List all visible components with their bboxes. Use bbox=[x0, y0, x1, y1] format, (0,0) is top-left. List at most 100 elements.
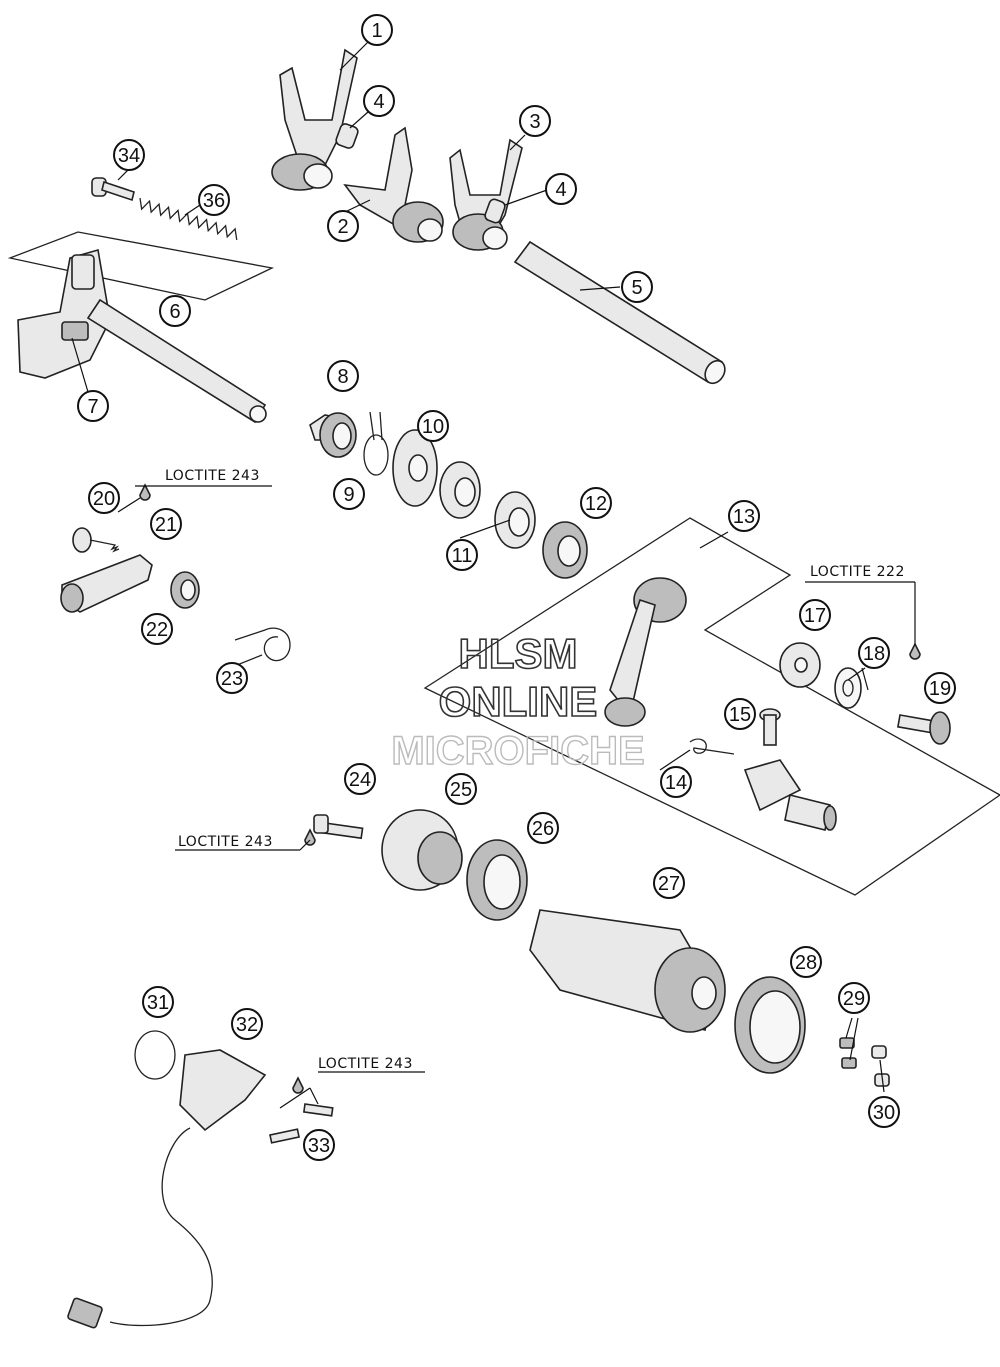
callout-number: 1 bbox=[371, 20, 382, 42]
callout-2: 2 bbox=[327, 210, 359, 242]
watermark: HLSM ONLINE MICROFICHE bbox=[391, 629, 646, 774]
callout-number: 34 bbox=[118, 145, 140, 167]
callout-9: 9 bbox=[333, 478, 365, 510]
callout-circle bbox=[88, 482, 120, 514]
pin-34 bbox=[91, 177, 135, 202]
callout-number: 21 bbox=[155, 514, 177, 536]
callout-number: 23 bbox=[221, 668, 243, 690]
callout-8: 8 bbox=[327, 360, 359, 392]
callout-number: 24 bbox=[349, 769, 371, 791]
callout-4: 4 bbox=[363, 85, 395, 117]
callout-circle bbox=[417, 410, 449, 442]
callout-number: 26 bbox=[532, 818, 554, 840]
callout-number: 15 bbox=[729, 704, 751, 726]
shift-drum-27 bbox=[529, 909, 726, 1033]
callout-number: 9 bbox=[343, 484, 354, 506]
pin-15 bbox=[759, 708, 781, 746]
callout-circle bbox=[77, 390, 109, 422]
callout-32: 32 bbox=[231, 1008, 263, 1040]
loctite-label: LOCTITE 243 bbox=[165, 468, 260, 484]
callout-number: 33 bbox=[308, 1135, 330, 1157]
callout-5: 5 bbox=[621, 271, 653, 303]
callout-number: 29 bbox=[843, 988, 865, 1010]
shift-fork-3 bbox=[449, 138, 523, 251]
callout-3: 3 bbox=[519, 105, 551, 137]
callout-circle bbox=[621, 271, 653, 303]
shift-arm-16 bbox=[743, 759, 837, 831]
callout-circle bbox=[728, 500, 760, 532]
callout-31: 31 bbox=[142, 986, 174, 1018]
callout-10: 10 bbox=[417, 410, 449, 442]
callout-number: 4 bbox=[373, 91, 384, 113]
callout-19: 19 bbox=[924, 672, 956, 704]
callout-circle bbox=[445, 773, 477, 805]
callout-circle bbox=[344, 763, 376, 795]
callout-number: 12 bbox=[585, 493, 607, 515]
callout-circle bbox=[519, 105, 551, 137]
guide-8 bbox=[309, 412, 357, 458]
callout-number: 19 bbox=[929, 678, 951, 700]
callout-number: 13 bbox=[733, 506, 755, 528]
callout-circle bbox=[361, 14, 393, 46]
callout-number: 10 bbox=[422, 416, 444, 438]
callout-circle bbox=[159, 295, 191, 327]
callout-circle bbox=[924, 672, 956, 704]
shift-fork-2 bbox=[343, 126, 444, 243]
callout-29: 29 bbox=[838, 982, 870, 1014]
callout-number: 36 bbox=[203, 190, 225, 212]
callout-21: 21 bbox=[150, 508, 182, 540]
callout-26: 26 bbox=[527, 812, 559, 844]
callout-circle bbox=[198, 184, 230, 216]
callout-circle bbox=[527, 812, 559, 844]
seal-12 bbox=[542, 521, 588, 579]
callout-number: 27 bbox=[658, 873, 680, 895]
loctite-drops bbox=[139, 483, 921, 1094]
shift-shaft bbox=[17, 248, 267, 424]
callout-number: 7 bbox=[87, 396, 98, 418]
callout-13: 13 bbox=[728, 500, 760, 532]
callout-24: 24 bbox=[344, 763, 376, 795]
callout-number: 22 bbox=[146, 619, 168, 641]
callout-11: 11 bbox=[446, 539, 478, 571]
loctite-label: LOCTITE 222 bbox=[810, 564, 905, 580]
callout-number: 3 bbox=[529, 111, 540, 133]
callout-circle bbox=[327, 210, 359, 242]
callout-4: 4 bbox=[545, 173, 577, 205]
callout-circle bbox=[216, 662, 248, 694]
callout-number: 25 bbox=[450, 779, 472, 801]
callout-number: 14 bbox=[665, 772, 687, 794]
callout-18: 18 bbox=[858, 637, 890, 669]
loctite-label: LOCTITE 243 bbox=[178, 834, 273, 850]
callout-number: 31 bbox=[147, 992, 169, 1014]
washer-18 bbox=[834, 667, 862, 709]
callout-number: 5 bbox=[631, 277, 642, 299]
callout-circle bbox=[660, 766, 692, 798]
callout-17: 17 bbox=[799, 599, 831, 631]
watermark-line1: HLSM bbox=[459, 630, 578, 677]
callout-circle bbox=[858, 637, 890, 669]
callout-number: 32 bbox=[236, 1014, 258, 1036]
shift-fork-1 bbox=[271, 48, 358, 191]
washer-17 bbox=[779, 642, 821, 688]
callout-number: 11 bbox=[452, 545, 473, 567]
callout-circle bbox=[580, 487, 612, 519]
callout-30: 30 bbox=[868, 1096, 900, 1128]
callout-7: 7 bbox=[77, 390, 109, 422]
callout-number: 17 bbox=[804, 605, 826, 627]
spring-14 bbox=[689, 738, 735, 755]
callout-36: 36 bbox=[198, 184, 230, 216]
callout-25: 25 bbox=[445, 773, 477, 805]
callout-circle bbox=[838, 982, 870, 1014]
callout-1: 1 bbox=[361, 14, 393, 46]
callout-circle bbox=[150, 508, 182, 540]
callout-15: 15 bbox=[724, 698, 756, 730]
callout-27: 27 bbox=[653, 867, 685, 899]
callout-14: 14 bbox=[660, 766, 692, 798]
callout-circle bbox=[327, 360, 359, 392]
callout-circle bbox=[868, 1096, 900, 1128]
loctite-labels: LOCTITE 243 LOCTITE 222 LOCTITE 243 LOCT… bbox=[165, 468, 905, 1072]
callout-number: 28 bbox=[795, 952, 817, 974]
callout-circle bbox=[142, 986, 174, 1018]
callout-circle bbox=[113, 139, 145, 171]
screw-20 bbox=[72, 527, 120, 553]
